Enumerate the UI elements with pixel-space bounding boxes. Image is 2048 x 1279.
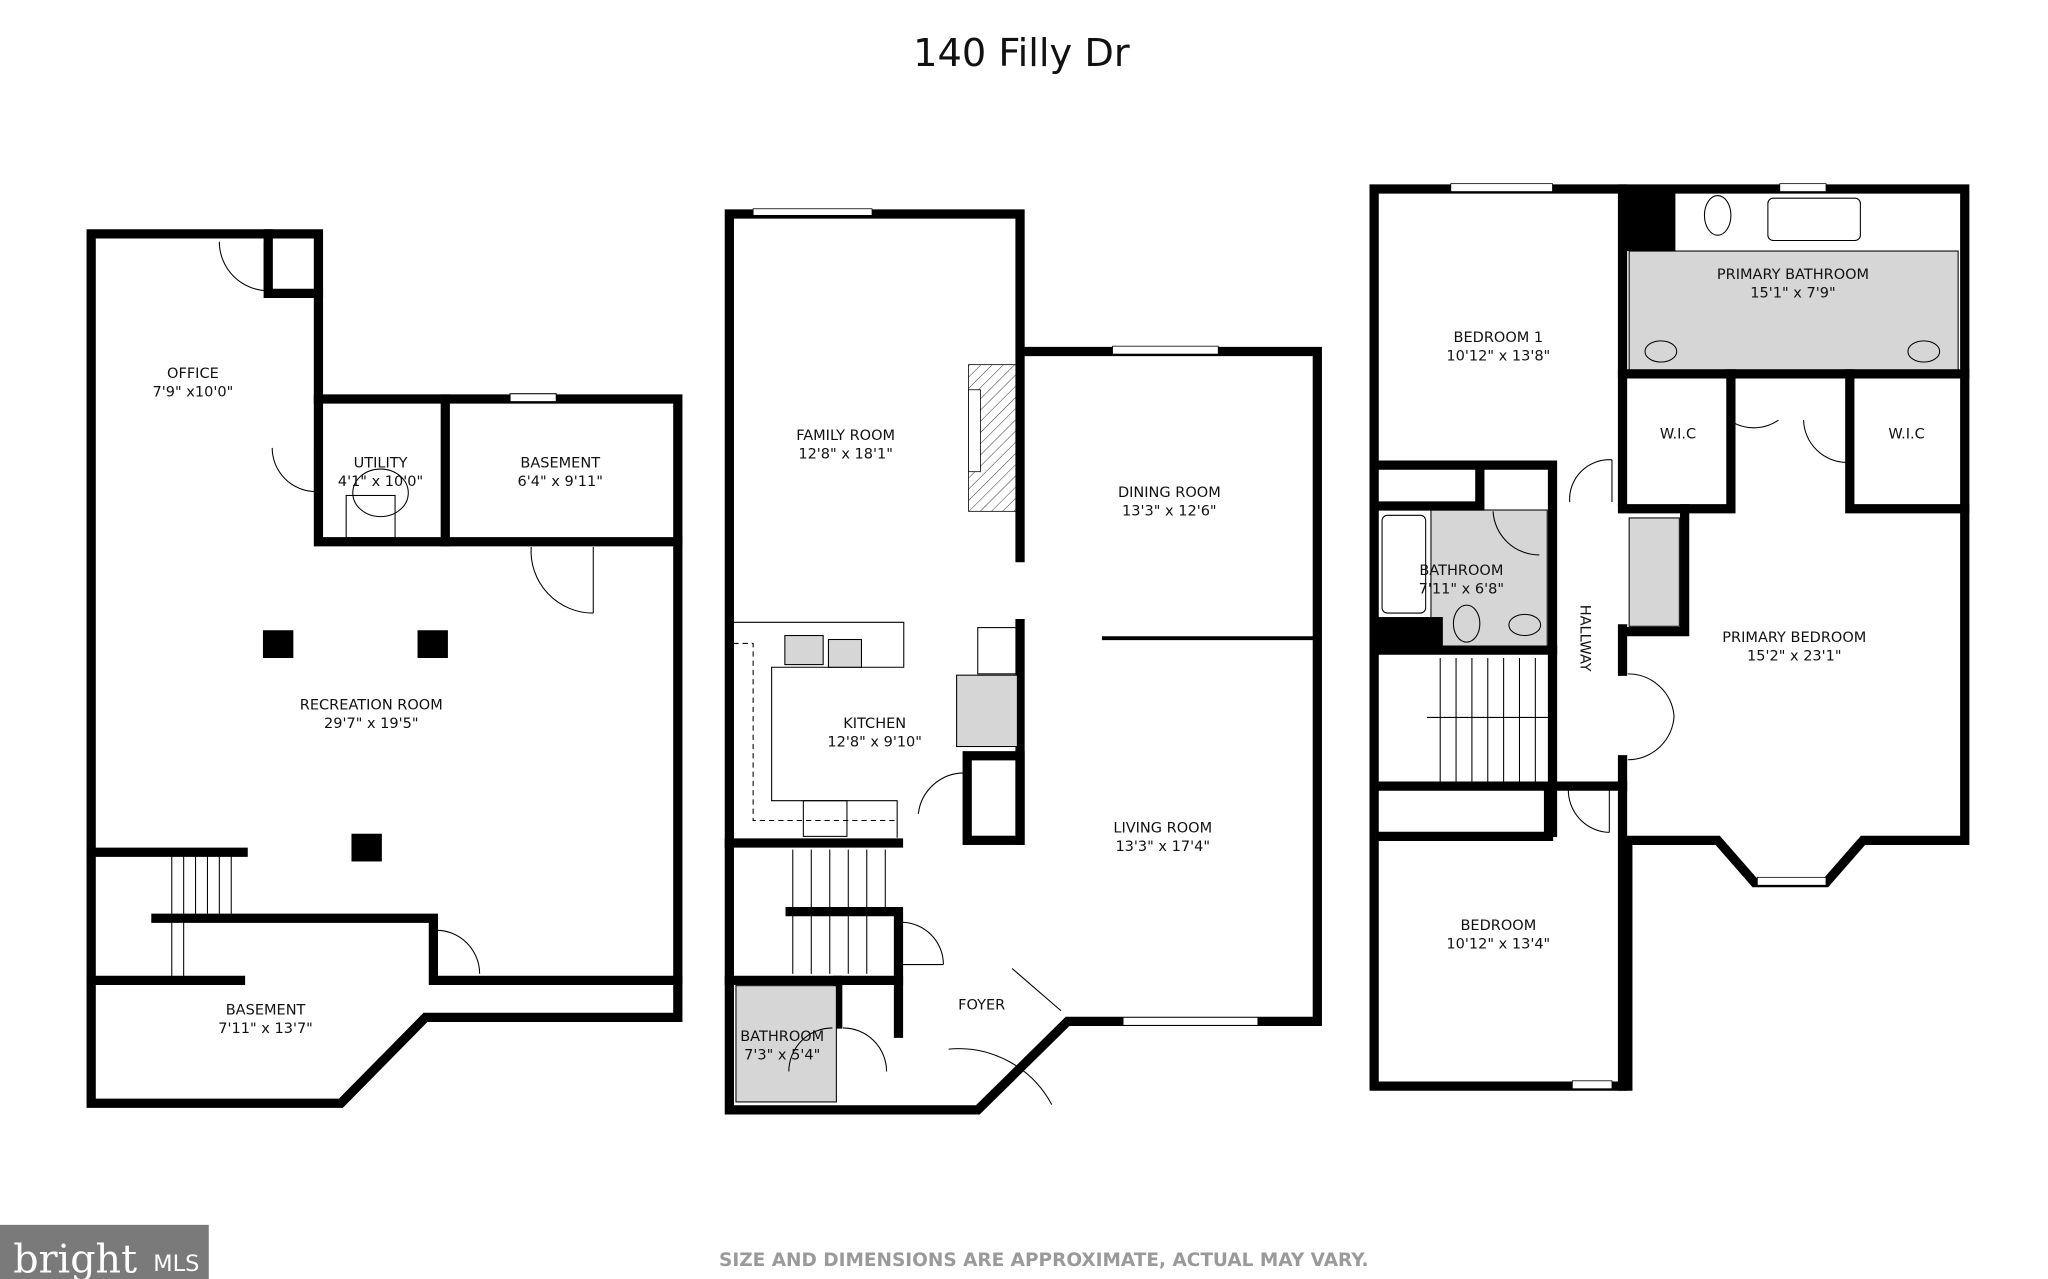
- room-label: BATHROOM: [1419, 563, 1503, 579]
- room-label: FOYER: [958, 997, 1005, 1013]
- dishwasher-icon: [827, 638, 863, 668]
- stair-landing-wall: [151, 913, 683, 986]
- room-label: W.I.C: [1888, 427, 1924, 443]
- chase: [1374, 617, 1443, 651]
- bath-wall: [1475, 460, 1558, 838]
- upper-level-plan: BEDROOM 1 10'12" x 13'8" PRIMARY BATHROO…: [1369, 183, 1970, 1091]
- wic-wall: [1617, 369, 1736, 514]
- room-dims: 7'9" x10'0": [153, 384, 234, 400]
- stairs-icon: [171, 856, 232, 978]
- room-label: DINING ROOM: [1118, 485, 1221, 501]
- toilet-icon: [1703, 195, 1732, 236]
- room-label: BASEMENT: [226, 1003, 306, 1019]
- furnace-icon: [345, 494, 396, 539]
- room-label: BEDROOM 1: [1454, 330, 1544, 346]
- door-icon: [1492, 419, 1848, 833]
- plan-title: 140 Filly Dr: [913, 31, 1130, 76]
- room-dims: 12'8" x 18'1": [798, 446, 893, 462]
- bathroom-floor: [1430, 509, 1548, 648]
- room-dims: 7'11" x 6'8": [1419, 581, 1504, 597]
- stairs-icon: [792, 849, 886, 974]
- room-label: LIVING ROOM: [1113, 820, 1212, 836]
- linen-closet: [1628, 517, 1680, 627]
- window-icon: [1779, 183, 1827, 192]
- column: [417, 630, 448, 658]
- logo-suffix: MLS: [153, 1251, 199, 1277]
- room-dims: 10'12" x 13'8": [1446, 349, 1550, 365]
- room-dims: 15'1" x 7'9": [1750, 285, 1835, 301]
- logo-background: [0, 1224, 209, 1279]
- room-dims: 29'7" x 19'5": [324, 716, 419, 732]
- main-level-plan: FAMILY ROOM 12'8" x 18'1" DINING ROOM 13…: [724, 208, 1322, 1115]
- room-label: BASEMENT: [520, 456, 600, 472]
- refrigerator-icon: [956, 674, 1018, 748]
- sliding-door-icon: [752, 208, 873, 216]
- room-label: BATHROOM: [740, 1029, 824, 1045]
- primary-bathroom-floor: [1628, 250, 1959, 371]
- column: [262, 630, 294, 658]
- room-label: PRIMARY BEDROOM: [1722, 630, 1866, 646]
- room-label: UTILITY: [354, 456, 408, 472]
- room-label: BEDROOM: [1460, 918, 1536, 934]
- room-dims: 13'3" x 12'6": [1122, 503, 1217, 519]
- room-dims: 7'3" x 5'4": [744, 1048, 820, 1064]
- room-dims: 12'8" x 9'10": [827, 735, 922, 751]
- firebox-icon: [968, 389, 981, 473]
- room-label: PRIMARY BATHROOM: [1717, 267, 1869, 283]
- water-heater-icon: [352, 468, 409, 518]
- window-icon: [1450, 183, 1553, 192]
- room-dims: 7'11" x 13'7": [218, 1021, 313, 1037]
- room-dims: 4'1" x 10'0": [338, 474, 423, 490]
- door-icon: [218, 241, 594, 974]
- column: [351, 833, 382, 862]
- kitchen-counter: [733, 621, 1018, 838]
- window-icon: [509, 393, 557, 403]
- room-dims: 6'4" x 9'11": [518, 474, 603, 490]
- closet-wall: [1623, 504, 1690, 637]
- window-icon: [1571, 1080, 1613, 1090]
- stair-landing-wall: [785, 907, 904, 1038]
- room-dims: 10'12" x 13'4": [1446, 937, 1550, 953]
- lower-outer-wall: [86, 229, 683, 1108]
- logo-brand: bright: [13, 1236, 137, 1279]
- chase: [1622, 188, 1676, 252]
- office-closet-wall: [263, 229, 324, 298]
- pantry-wall: [962, 751, 1025, 845]
- sink-icon: [1907, 340, 1941, 363]
- disclaimer: SIZE AND DIMENSIONS ARE APPROXIMATE, ACT…: [719, 1250, 1369, 1271]
- toilet-icon: [1452, 604, 1481, 643]
- room-label: OFFICE: [167, 366, 219, 382]
- bathtub-icon: [1381, 514, 1427, 614]
- stairs-icon: [1426, 657, 1553, 783]
- window-icon: [1112, 345, 1219, 355]
- utility-wall: [313, 394, 683, 547]
- upper-outer-wall: [1369, 184, 1970, 1091]
- sink-icon: [784, 635, 824, 666]
- room-label: KITCHEN: [843, 716, 906, 732]
- room-dims: 15'2" x 23'1": [1747, 649, 1842, 665]
- room-label: W.I.C: [1660, 427, 1696, 443]
- bay-window-icon: [1756, 876, 1827, 886]
- sink-icon: [1508, 613, 1542, 637]
- bedroom1-wall: [1369, 460, 1485, 511]
- bathtub-icon: [1767, 197, 1861, 242]
- room-dims: 13'3" x 17'4": [1115, 839, 1210, 855]
- bathroom-floor: [735, 985, 837, 1103]
- wic-wall: [1845, 369, 1970, 514]
- room-label: FAMILY ROOM: [796, 428, 895, 444]
- stove-icon: [802, 800, 848, 837]
- room-label: RECREATION ROOM: [300, 698, 443, 714]
- bright-mls-logo: bright MLS: [0, 1224, 209, 1279]
- closet-wall: [1369, 784, 1554, 841]
- sink-icon: [1644, 340, 1678, 363]
- lower-level-plan: OFFICE 7'9" x10'0" UTILITY 4'1" x 10'0" …: [86, 229, 683, 1108]
- door-icon: [788, 772, 1062, 1105]
- room-label: HALLWAY: [1576, 605, 1592, 672]
- main-outer-wall: [724, 209, 1322, 1115]
- window-icon: [1122, 1016, 1259, 1026]
